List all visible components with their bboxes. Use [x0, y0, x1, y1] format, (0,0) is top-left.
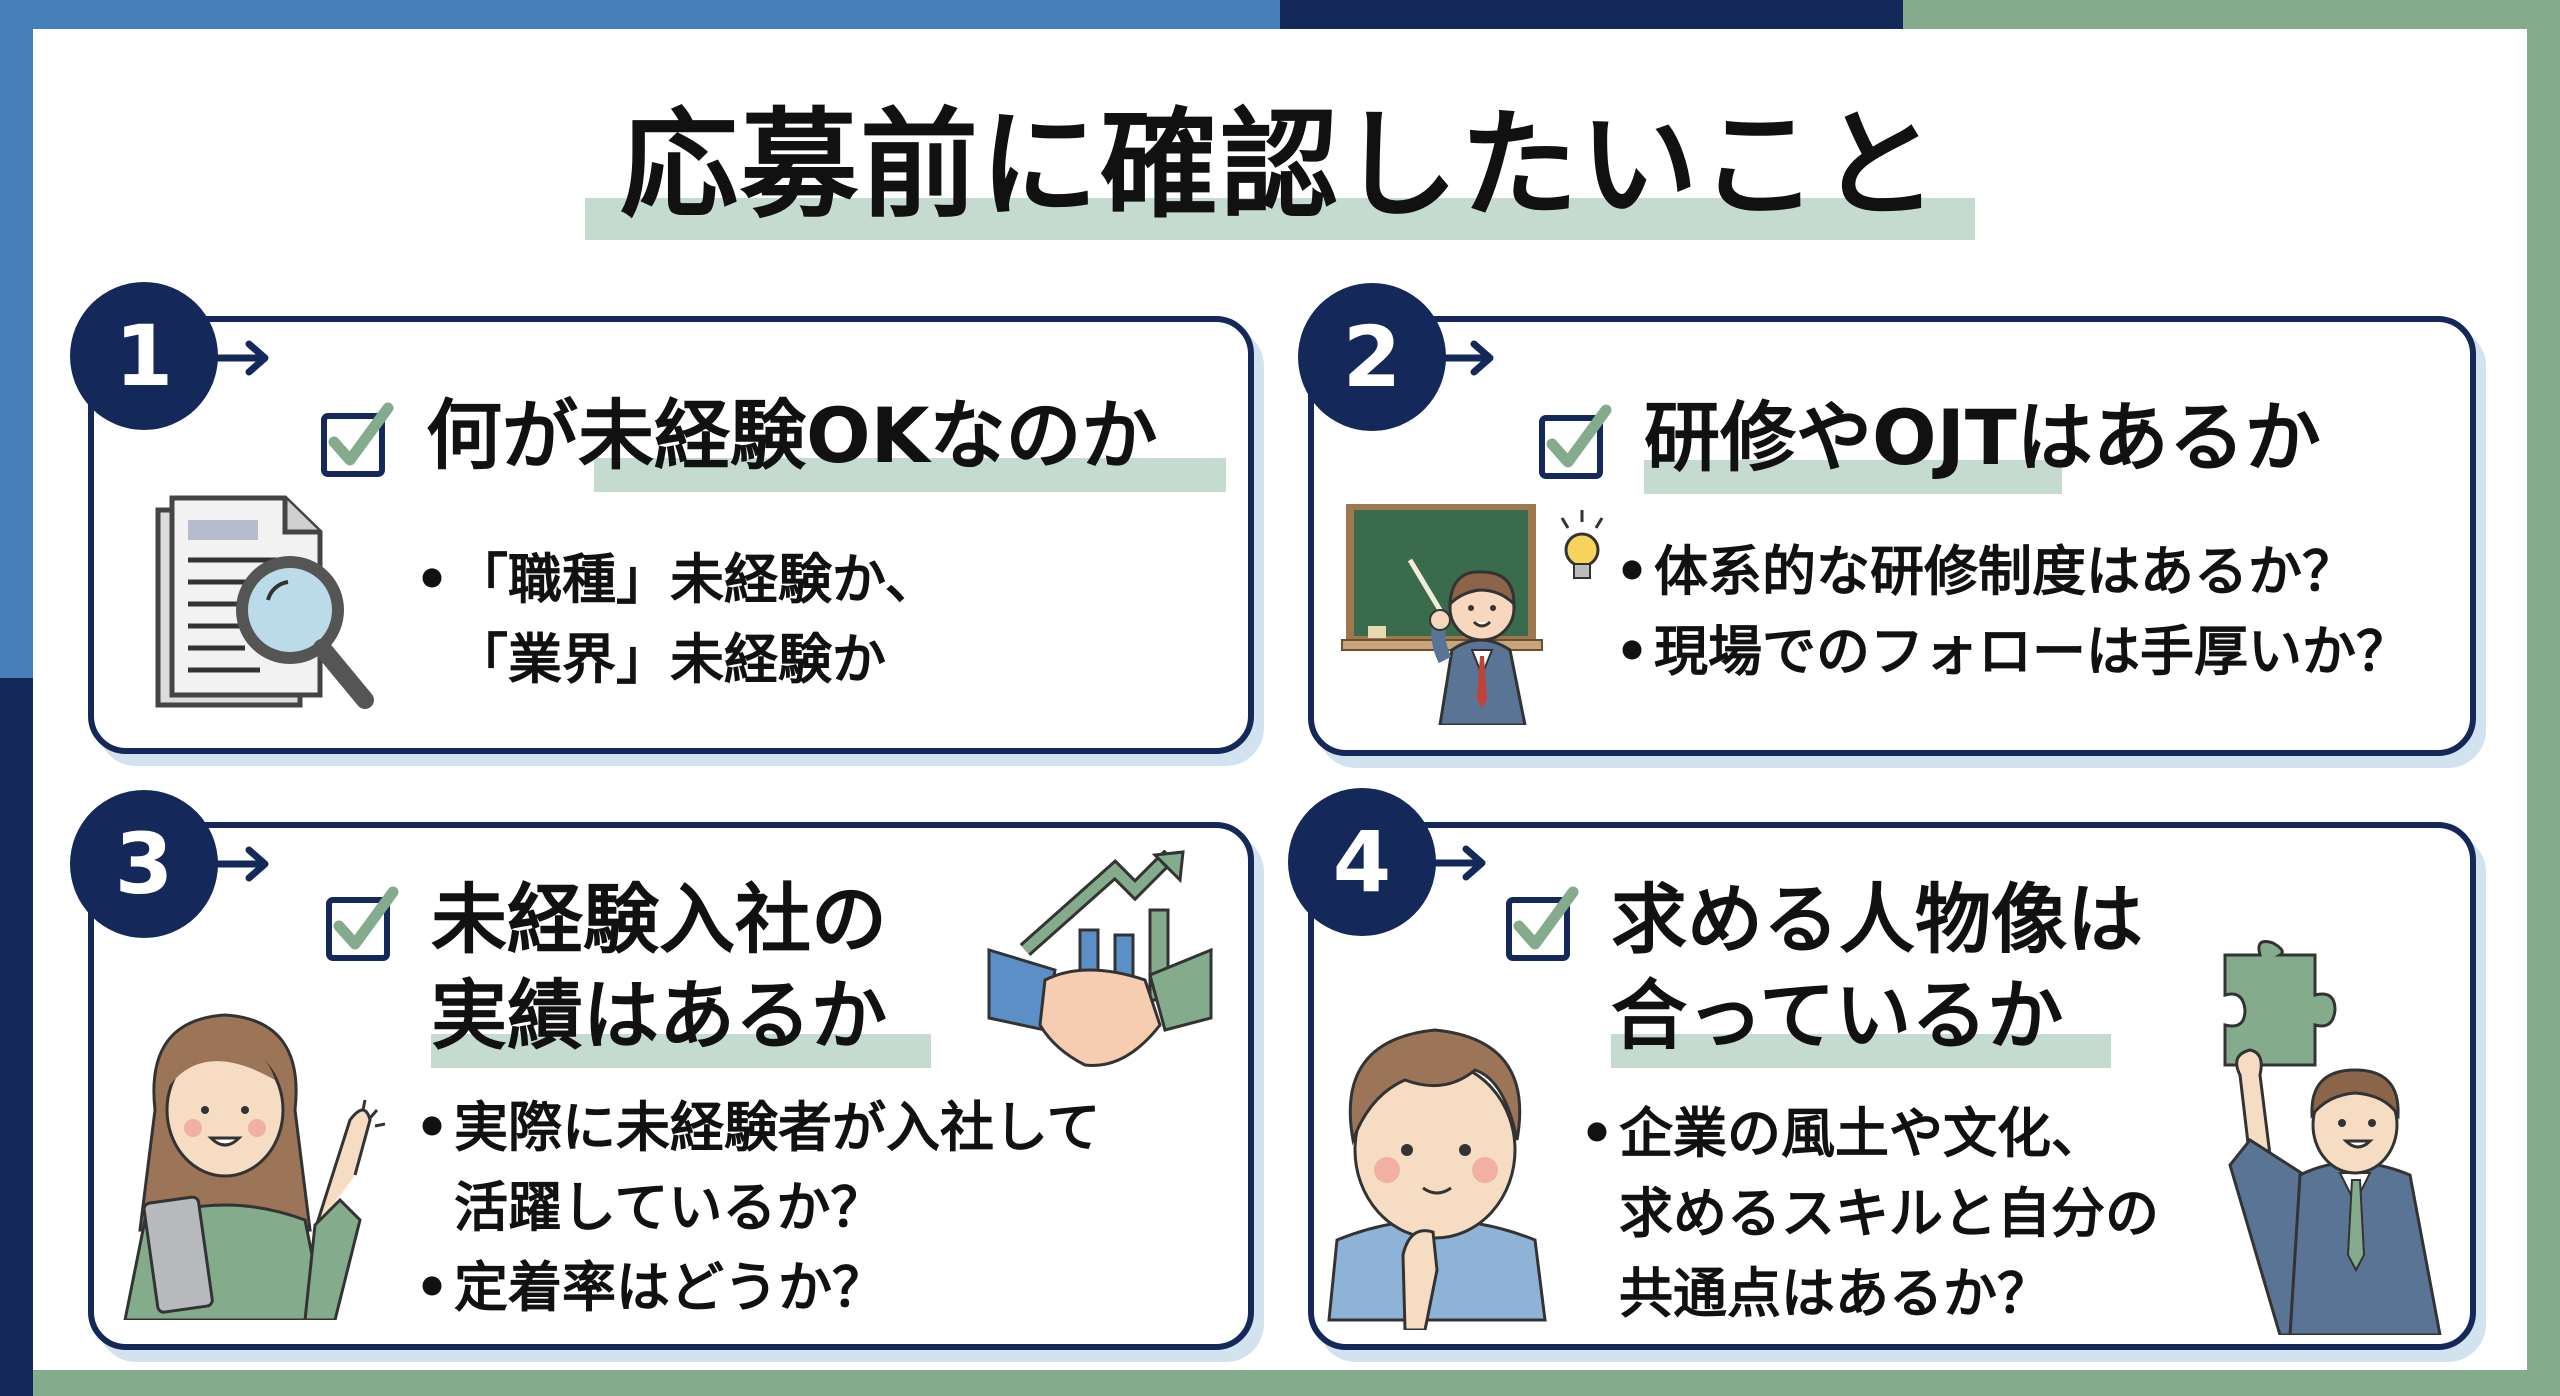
arrow-right-icon: [215, 340, 269, 376]
step-number-badge: 3: [70, 790, 218, 938]
left-band-navy: [0, 678, 33, 1396]
card-3-bullets: • 実際に未経験者が入社して 活躍しているか？ •定着率はどうか？: [410, 1088, 1101, 1328]
card-heading-line: 求める人物像は: [1611, 875, 2143, 964]
top-band-green: [1903, 0, 2560, 29]
bullet-item: •体系的な研修制度はあるか？: [1614, 540, 2356, 603]
step-number-badge: 4: [1288, 788, 1436, 936]
arrow-right-icon: [1440, 340, 1494, 376]
arrow-right-icon: [215, 846, 269, 882]
bullet-item: • 「職種」未経験か、 「業界」未経験か: [414, 548, 939, 691]
businessman-puzzle-icon: [2223, 940, 2442, 1335]
card-heading-line: 合っているか: [1611, 971, 2064, 1060]
top-band-navy: [1280, 0, 1903, 29]
title-highlight: [585, 198, 1975, 240]
check-icon: [1539, 404, 1612, 479]
woman-presenting-icon: [123, 1013, 386, 1320]
document-magnifier-icon: [155, 495, 374, 709]
card-2-bullets: •体系的な研修制度はあるか？ •現場でのフォローは手厚いか？: [1610, 532, 2410, 692]
top-band-blue: [0, 0, 1280, 29]
card-1-bullets: • 「職種」未経験か、 「業界」未経験か: [410, 540, 939, 700]
card-heading-line: 未経験入社の: [431, 875, 887, 964]
bullet-item: •定着率はどうか？: [414, 1256, 886, 1319]
card-1-heading: 何が未経験OKなのか: [320, 388, 1226, 492]
card-3-heading: 未経験入社の 実績はあるか: [325, 872, 931, 1068]
page-title-block: 応募前に確認したいこと: [585, 90, 1975, 240]
check-icon: [326, 886, 399, 961]
step-number-badge: 1: [70, 282, 218, 430]
card-heading-line: 実績はあるか: [431, 971, 887, 1060]
card-4-bullets: • 企業の風土や文化、 求めるスキルと自分の 共通点はあるか？: [1575, 1094, 2159, 1334]
bottom-band-green: [33, 1370, 2527, 1396]
left-band-blue: [0, 0, 33, 678]
card-heading: 何が未経験OKなのか: [426, 391, 1158, 480]
bullet-item: •現場でのフォローは手厚いか？: [1614, 620, 2410, 683]
thinking-boy-icon: [1327, 1028, 1547, 1330]
teacher-blackboard-icon: [1341, 504, 1604, 725]
step-number-badge: 2: [1298, 283, 1446, 431]
check-icon: [321, 402, 394, 477]
card-heading: 研修やOJTはあるか: [1644, 393, 2321, 482]
right-band-green: [2527, 0, 2560, 1396]
page-title: 応募前に確認したいこと: [619, 96, 1940, 234]
check-icon: [1506, 886, 1579, 961]
arrow-right-icon: [1432, 845, 1486, 881]
lightbulb-icon: [1560, 510, 1604, 579]
card-4-heading: 求める人物像は 合っているか: [1505, 872, 2143, 1068]
bullet-item: • 企業の風土や文化、 求めるスキルと自分の 共通点はあるか？: [1579, 1102, 2159, 1325]
handshake-growth-icon: [987, 850, 1213, 1067]
bullet-item: • 実際に未経験者が入社して 活躍しているか？: [414, 1096, 1101, 1239]
card-2-heading: 研修やOJTはあるか: [1538, 390, 2321, 494]
